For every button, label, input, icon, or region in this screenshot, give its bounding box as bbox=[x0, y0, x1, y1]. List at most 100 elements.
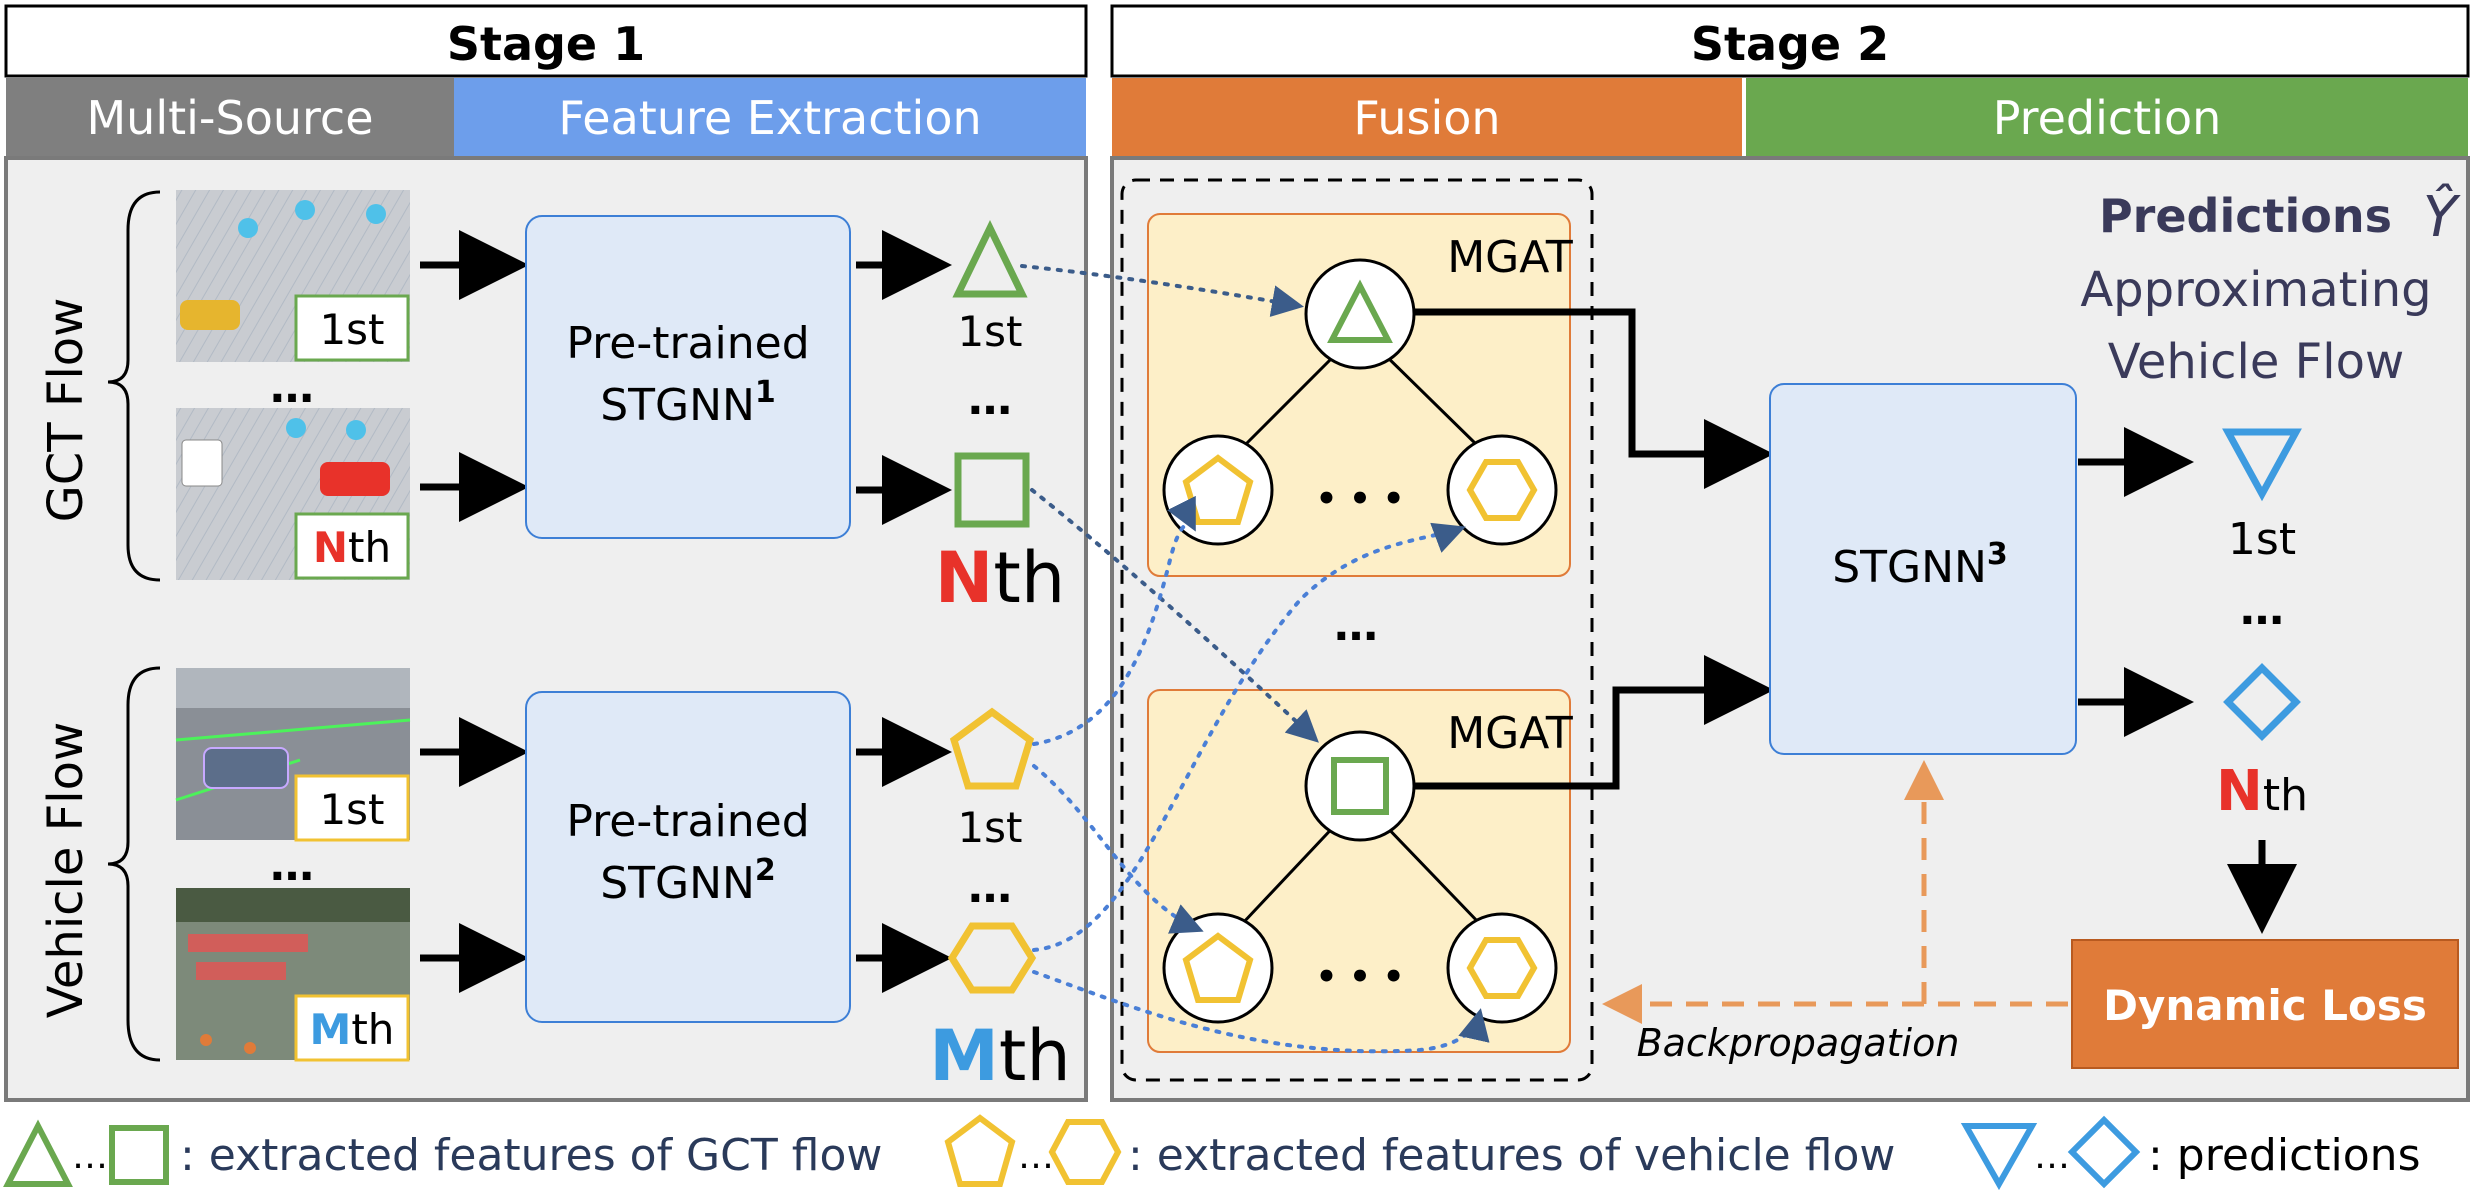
gct-feature-n-letter: N bbox=[935, 537, 994, 619]
vehicle-image-ellipsis: … bbox=[270, 840, 314, 891]
mgat-top-label: MGAT bbox=[1447, 232, 1573, 283]
stgnn1-line1: Pre-trained bbox=[566, 318, 809, 369]
gct-feature-n-label: Nth bbox=[935, 537, 1065, 619]
stgnn2-name: STGNN bbox=[600, 858, 755, 909]
mgat-top-right-node bbox=[1446, 434, 1558, 546]
gct-image-1-car bbox=[180, 300, 240, 330]
mgat-bottom-hexagon-icon bbox=[1466, 937, 1538, 999]
vehicle-flow-label: Vehicle Flow bbox=[38, 722, 94, 1018]
feature-extraction-bar bbox=[454, 78, 1086, 156]
gct-image-1-marker bbox=[238, 218, 258, 238]
stage2-title: Stage 2 bbox=[1691, 17, 1889, 71]
vehicle-image-m-cone bbox=[200, 1034, 212, 1046]
gct-image-n-car bbox=[320, 462, 390, 496]
dynamic-loss-label: Dynamic Loss bbox=[2103, 981, 2427, 1030]
mgat-bottom-pentagon-icon bbox=[1182, 932, 1254, 1003]
mgat-bottom-left-node bbox=[1162, 912, 1274, 1024]
feature-routing bbox=[1020, 264, 1490, 1054]
vehicle-image-m-labels-2 bbox=[196, 962, 286, 980]
vehicle-brace bbox=[107, 666, 161, 1062]
vehicle-image-m: Mth bbox=[176, 888, 410, 1062]
vehicle-image-m-cone-2 bbox=[244, 1042, 256, 1054]
fusion-bar bbox=[1112, 78, 1742, 156]
legend-pred-sep: … bbox=[2034, 1136, 2070, 1177]
prediction-label: Prediction bbox=[1993, 91, 2222, 145]
stage1-title: Stage 1 bbox=[447, 17, 645, 71]
stage2-header bbox=[1110, 4, 2470, 78]
gct-image-ellipsis: … bbox=[270, 362, 314, 413]
legend-veh-text: : extracted features of vehicle flow bbox=[1128, 1130, 1895, 1181]
stage1: Stage 1 Multi-Source Feature Extraction … bbox=[4, 4, 1088, 1102]
gct-image-n: Nth bbox=[176, 408, 410, 580]
legend-hexagon-icon bbox=[1048, 1119, 1122, 1185]
pred-n-letter: N bbox=[2216, 759, 2263, 824]
gct-image-n-marker bbox=[286, 418, 306, 438]
stgnn2-line1: Pre-trained bbox=[566, 796, 809, 847]
route-square-to-mgat-bottom bbox=[1030, 488, 1319, 743]
route-pentagon-to-mgat-bottom bbox=[1032, 764, 1204, 934]
route-pentagon-to-mgat-top bbox=[1032, 495, 1196, 746]
vehicle-feature-pentagon-icon bbox=[949, 707, 1035, 790]
stgnn3-text: STGNN3 bbox=[1832, 537, 2008, 593]
gct-image-n-marker-2 bbox=[346, 420, 366, 440]
dynamic-loss-box bbox=[2071, 939, 2459, 1069]
stgnn3-box bbox=[1769, 383, 2077, 755]
stage2: Stage 2 Fusion Prediction MGAT • • • … M… bbox=[1110, 4, 2470, 1102]
gct-brace bbox=[107, 190, 161, 582]
mgat-top-pentagon-icon bbox=[1182, 454, 1254, 525]
legend: … : extracted features of GCT flow … : e… bbox=[3, 1114, 2421, 1191]
mgat-bottom-right-node bbox=[1446, 912, 1558, 1024]
legend-down-triangle-icon bbox=[1960, 1123, 2038, 1191]
backprop-label: Backpropagation bbox=[1637, 1021, 1960, 1065]
gct-image-n-text: Nth bbox=[313, 523, 391, 572]
mgat-top-triangle-icon bbox=[1327, 279, 1393, 343]
vehicle-feature-m-label: Mth bbox=[929, 1015, 1070, 1097]
vehicle-feature-m-letter: M bbox=[929, 1015, 999, 1097]
predictions-title: Predictions bbox=[2099, 189, 2392, 243]
gct-image-1-marker-2 bbox=[295, 200, 315, 220]
predictions-line2: Approximating bbox=[2080, 262, 2431, 318]
gct-image-1-text: 1st bbox=[319, 305, 384, 354]
mgat-top-edge-right bbox=[1378, 348, 1482, 450]
mgat-top-edge-left bbox=[1240, 348, 1342, 450]
pred-n-diamond-icon bbox=[2223, 663, 2301, 741]
route-hexagon-to-mgat-bottom bbox=[1032, 970, 1490, 1054]
legend-gct-sep: … bbox=[72, 1136, 108, 1177]
pred-ellipsis: … bbox=[2240, 584, 2284, 635]
vehicle-feature-hexagon-icon bbox=[947, 922, 1037, 994]
gct-image-n-suffix: th bbox=[348, 523, 391, 572]
pretrained-stgnn2-box bbox=[525, 691, 851, 1023]
mgat-bottom-label: MGAT bbox=[1447, 708, 1573, 759]
arrow-mgat-top-to-stgnn3 bbox=[1414, 308, 1774, 489]
gct-image-n-tag bbox=[294, 512, 410, 580]
vehicle-image-1-line bbox=[175, 718, 411, 742]
gct-image-n-bus bbox=[181, 439, 223, 487]
gct-flow-label: GCT Flow bbox=[38, 298, 94, 523]
prediction-bar bbox=[1746, 78, 2468, 156]
predictions-symbol: Ŷ bbox=[2423, 185, 2461, 250]
gct-image-1-tag bbox=[294, 294, 410, 362]
vehicle-image-1-sky bbox=[176, 668, 410, 708]
vehicle-image-m-trees bbox=[176, 888, 410, 922]
vehicle-image-m-text: Mth bbox=[310, 1005, 395, 1054]
vehicle-feature-ellipsis: … bbox=[968, 862, 1012, 913]
predictions-line3: Vehicle Flow bbox=[2108, 334, 2404, 390]
gct-image-1: 1st bbox=[176, 190, 410, 362]
stgnn2-line2: STGNN2 bbox=[600, 853, 776, 909]
gct-image-1-marker-3 bbox=[366, 204, 386, 224]
mgat-top-dots: • • • bbox=[1316, 479, 1405, 519]
route-triangle-to-mgat-top bbox=[1020, 264, 1304, 317]
fusion-label: Fusion bbox=[1353, 91, 1500, 145]
vehicle-feature-m-suffix: th bbox=[999, 1015, 1071, 1097]
fusion-dashed-group bbox=[1120, 178, 1594, 1082]
vehicle-image-m-letter: M bbox=[310, 1005, 352, 1054]
mgat-bottom-center-node bbox=[1304, 730, 1416, 842]
mgat-bottom-square-icon bbox=[1331, 757, 1389, 815]
mgat-top-center-node bbox=[1304, 258, 1416, 370]
stgnn3-sup: 3 bbox=[1987, 537, 2008, 572]
vehicle-image-1-car bbox=[203, 747, 289, 789]
gct-feature-triangle-icon bbox=[952, 219, 1028, 298]
legend-gct-text: : extracted features of GCT flow bbox=[180, 1130, 882, 1181]
